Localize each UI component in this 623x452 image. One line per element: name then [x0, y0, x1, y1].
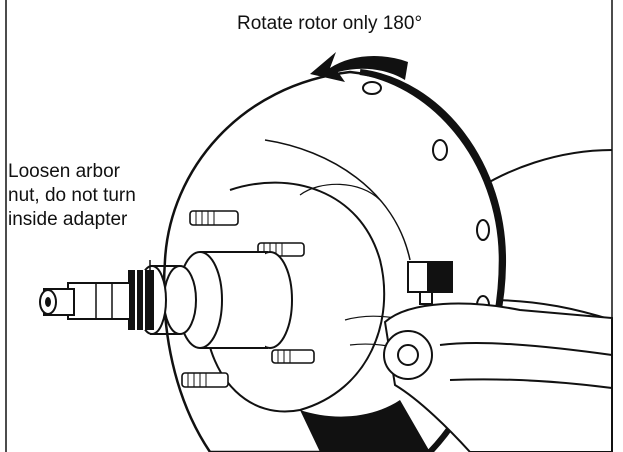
lathe-tool-body [383, 302, 613, 452]
rotation-arrow-icon [310, 52, 408, 82]
loosen-callout-line: Loosen arbor [8, 161, 120, 182]
hub-adapter [137, 251, 293, 349]
arbor-nut [39, 288, 75, 316]
loosen-callout-line: inside adapter [8, 209, 128, 230]
loosen-callout: Loosen arbor nut, do not turn inside ada… [8, 160, 136, 232]
wheel-studs [181, 210, 315, 388]
rotate-callout: Rotate rotor only 180° [237, 13, 423, 34]
arbor-spindle [39, 270, 154, 330]
cutter-bit [407, 261, 453, 305]
loosen-callout-line: nut, do not turn [8, 185, 136, 206]
